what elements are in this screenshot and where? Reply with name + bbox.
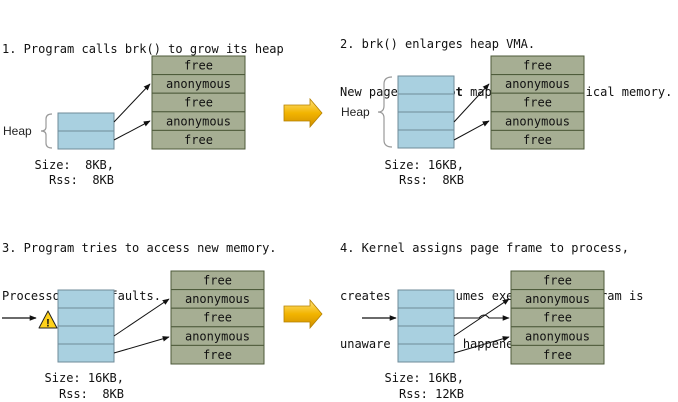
physical-memory: free anonymous free anonymous free bbox=[490, 55, 585, 150]
panel-1: Heap free anonymous free anonymous free … bbox=[3, 55, 246, 187]
frame-cell bbox=[490, 129, 585, 150]
size-label: Size: 8KB, bbox=[35, 158, 114, 172]
frame-label: anonymous bbox=[166, 77, 231, 91]
transition-arrow bbox=[283, 298, 323, 330]
physical-memory: free anonymous free anonymous free bbox=[510, 270, 605, 365]
frame-label: free bbox=[543, 274, 572, 288]
frame-cell bbox=[510, 344, 605, 365]
heap-page bbox=[397, 325, 455, 345]
heap-page bbox=[397, 307, 455, 327]
heap-label: Heap bbox=[341, 105, 370, 119]
frame-label: anonymous bbox=[505, 77, 570, 91]
frame-label: anonymous bbox=[185, 329, 250, 343]
panel-2: Heap free anonymous free anonymous free … bbox=[341, 55, 585, 187]
mapping-arrow bbox=[113, 336, 170, 354]
frame-label: free bbox=[203, 348, 232, 362]
heap-brace bbox=[40, 113, 53, 149]
rss-label: Rss: 8KB bbox=[49, 173, 114, 187]
heap-page bbox=[397, 343, 455, 363]
size-label: Size: 16KB, bbox=[385, 158, 464, 172]
new-mapping-arrow bbox=[454, 314, 510, 321]
mapping-arrow bbox=[453, 336, 510, 354]
heap-page bbox=[397, 129, 455, 149]
heap-page bbox=[57, 130, 115, 150]
panel-3-caption-line-1: 3. Program tries to access new memory. bbox=[2, 241, 277, 255]
panel-2-caption-line-1: 2. brk() enlarges heap VMA. bbox=[340, 37, 536, 51]
frame-label: anonymous bbox=[166, 114, 231, 128]
rss-label: Rss: 8KB bbox=[399, 173, 464, 187]
heap-page bbox=[57, 343, 115, 363]
frame-label: anonymous bbox=[525, 329, 590, 343]
virtual-heap bbox=[57, 289, 115, 363]
heap-label: Heap bbox=[3, 124, 32, 138]
panel-3-caption: 3. Program tries to access new memory. P… bbox=[2, 208, 277, 320]
heap-page bbox=[57, 307, 115, 327]
frame-label: anonymous bbox=[185, 292, 250, 306]
frame-label: free bbox=[184, 59, 213, 73]
virtual-heap bbox=[397, 289, 455, 363]
frame-label: free bbox=[543, 348, 572, 362]
frame-cell bbox=[170, 344, 265, 365]
rss-label: Rss: 12KB bbox=[399, 387, 464, 401]
frame-label: free bbox=[523, 59, 552, 73]
mapping-arrow bbox=[113, 120, 151, 141]
heap-page bbox=[57, 325, 115, 345]
mapping-arrow bbox=[113, 298, 170, 337]
frame-label: anonymous bbox=[505, 114, 570, 128]
heap-page bbox=[397, 75, 455, 95]
mapping-arrow bbox=[113, 83, 151, 123]
heap-page bbox=[397, 93, 455, 113]
frame-label: free bbox=[184, 96, 213, 110]
physical-memory: free anonymous free anonymous free bbox=[151, 55, 246, 150]
frame-cell bbox=[151, 129, 246, 150]
panel-1-caption-line-1: 1. Program calls brk() to grow its heap bbox=[2, 42, 284, 56]
size-label: Size: 16KB, bbox=[385, 371, 464, 385]
frame-label: free bbox=[203, 311, 232, 325]
mapping-arrow bbox=[453, 298, 510, 337]
rss-label: Rss: 8KB bbox=[59, 387, 124, 401]
heap-brace bbox=[377, 76, 393, 148]
mapping-arrow bbox=[453, 120, 490, 141]
panel-4: free anonymous free anonymous free Size:… bbox=[362, 270, 605, 401]
frame-label: free bbox=[523, 96, 552, 110]
warning-icon: ! bbox=[38, 310, 58, 330]
warning-symbol: ! bbox=[46, 318, 50, 330]
panel-1-caption: 1. Program calls brk() to grow its heap bbox=[2, 9, 284, 73]
panel-3: ! free anonymous free anonymous free Siz… bbox=[2, 270, 265, 401]
heap-page bbox=[397, 111, 455, 131]
panel-4-caption-line-1: 4. Kernel assigns page frame to process, bbox=[340, 241, 629, 255]
heap-page bbox=[57, 112, 115, 132]
mapping-arrow bbox=[453, 83, 490, 123]
frame-label: free bbox=[523, 133, 552, 147]
virtual-heap bbox=[397, 75, 455, 149]
heap-page bbox=[57, 289, 115, 309]
frame-label: free bbox=[203, 274, 232, 288]
frame-label: anonymous bbox=[525, 292, 590, 306]
frame-label: free bbox=[184, 133, 213, 147]
transition-arrow bbox=[283, 97, 323, 129]
physical-memory: free anonymous free anonymous free bbox=[170, 270, 265, 365]
size-label: Size: 16KB, bbox=[45, 371, 124, 385]
heap-page bbox=[397, 289, 455, 309]
virtual-heap bbox=[57, 112, 115, 150]
frame-label: free bbox=[543, 311, 572, 325]
